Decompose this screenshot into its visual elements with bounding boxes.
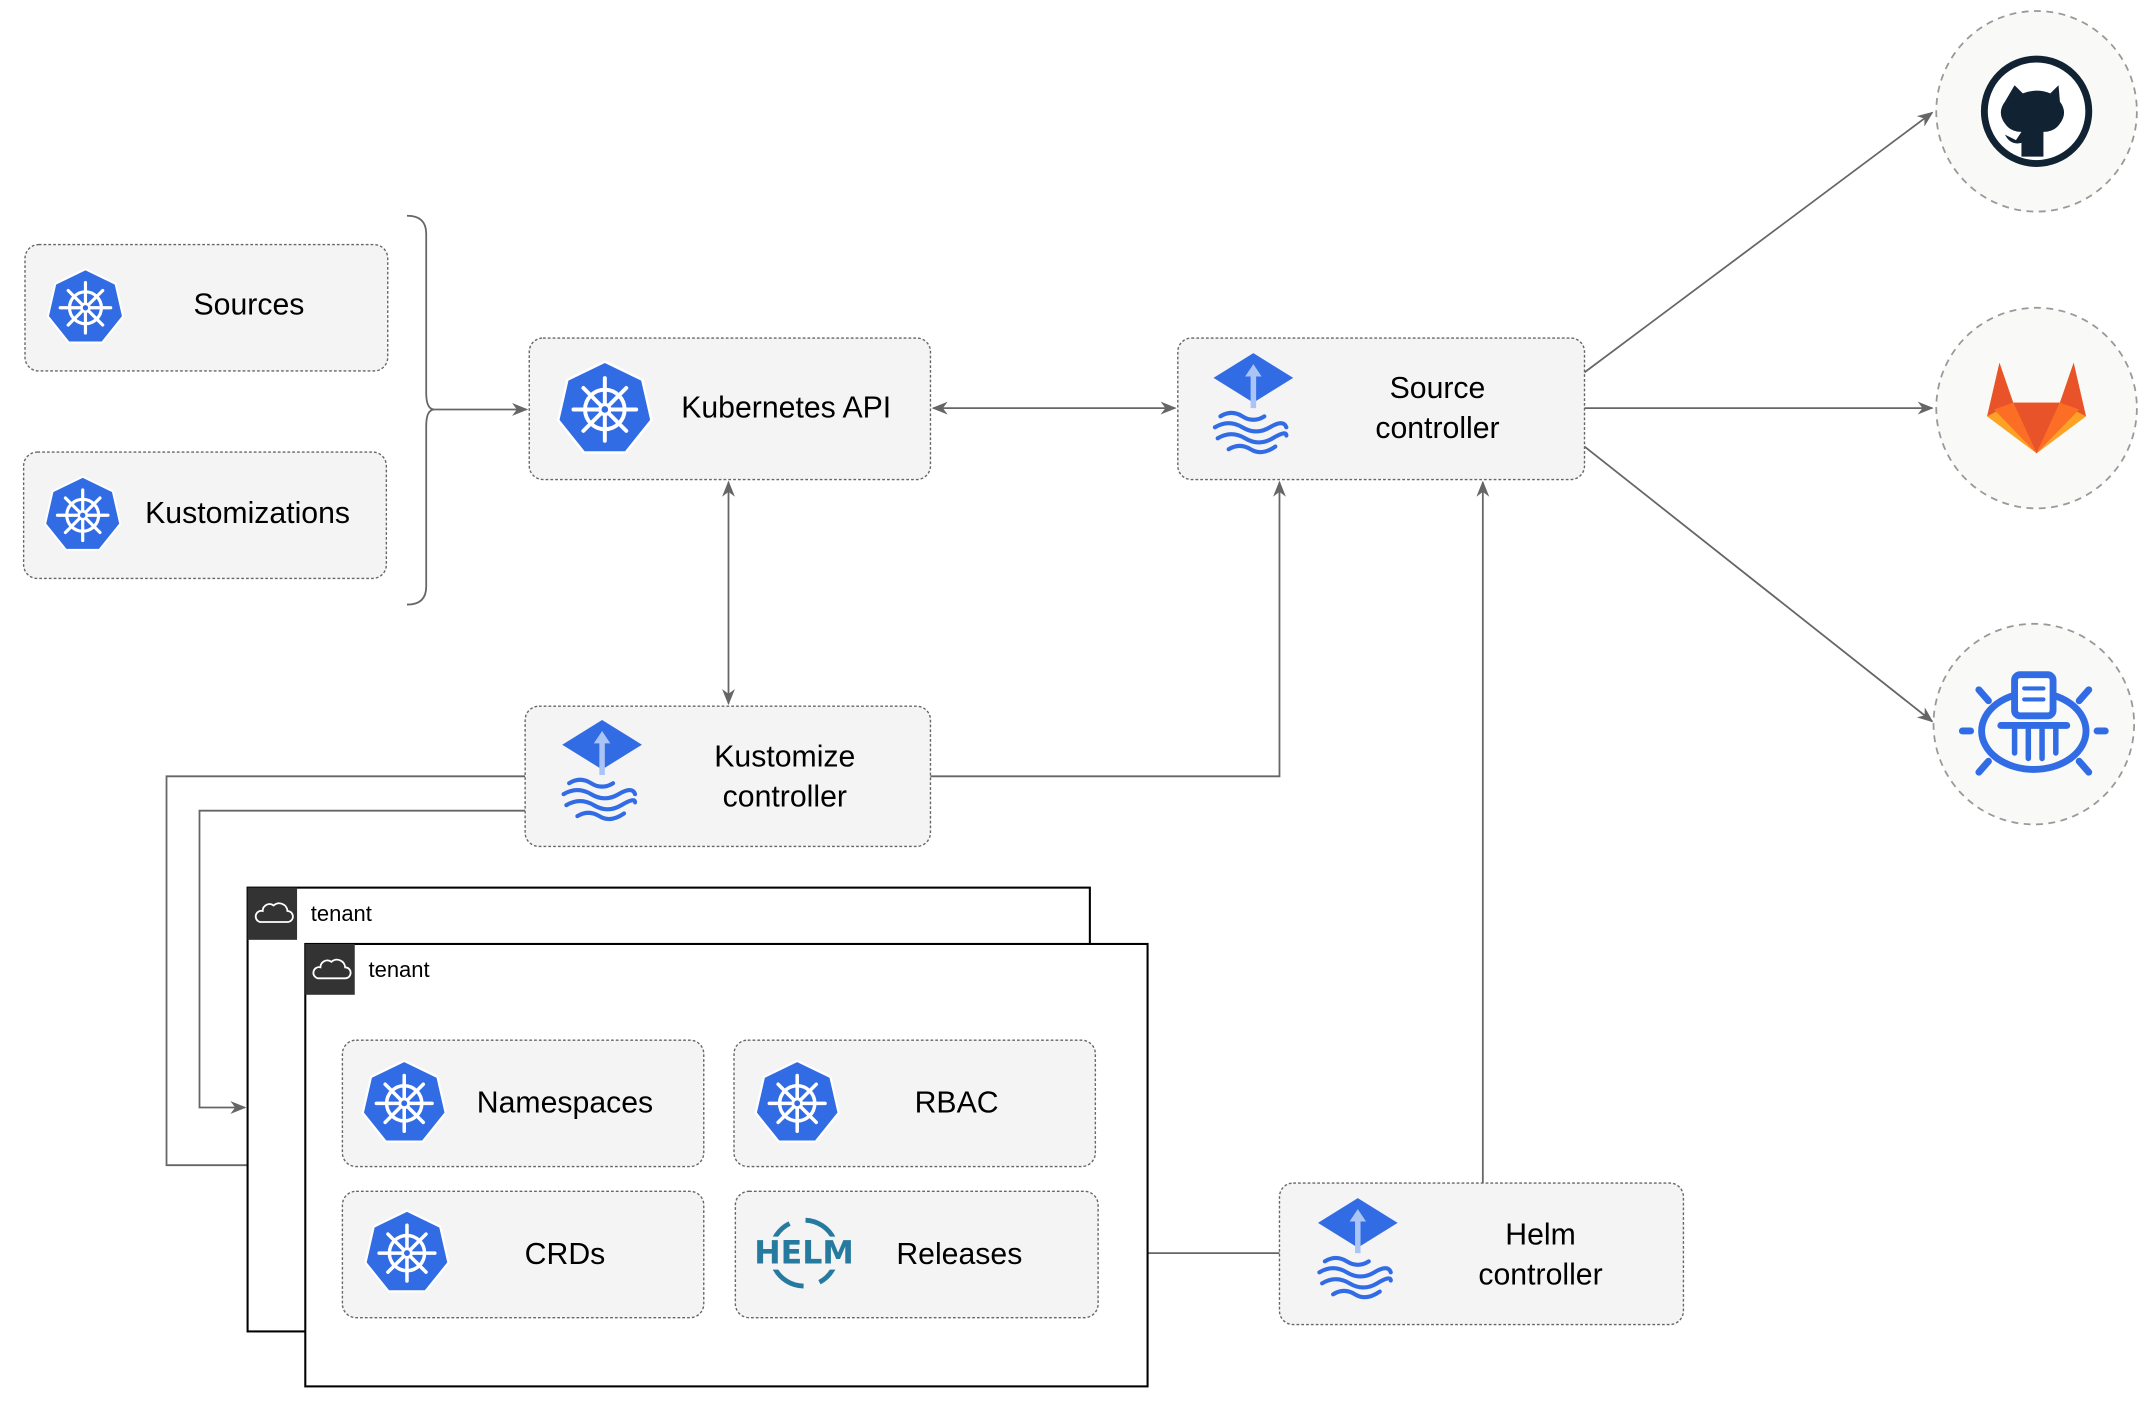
edge-kustomize-to-tenant-back (198, 809, 526, 1114)
node-source-controller[interactable]: Source controller (1177, 337, 1586, 481)
node-label: Kubernetes API (681, 391, 891, 424)
node-rbac[interactable]: RBAC (733, 1039, 1097, 1168)
node-label: CRDs (525, 1238, 606, 1271)
external-gitlab[interactable] (1935, 306, 2138, 510)
github-icon (1980, 55, 2093, 167)
node-label: RBAC (915, 1087, 999, 1120)
helm-icon: HELM (754, 1217, 854, 1289)
edges (165, 111, 1934, 1260)
node-releases[interactable]: HELM Releases (734, 1190, 1099, 1319)
node-label-line1: Helm (1505, 1219, 1576, 1252)
node-label-line2: controller (723, 780, 847, 813)
node-kustomizations[interactable]: Kustomizations (22, 451, 388, 580)
cloud-icon (312, 958, 352, 980)
node-kubernetes-api[interactable]: Kubernetes API (528, 337, 932, 481)
node-label: Sources (194, 288, 305, 321)
node-crds[interactable]: CRDs (341, 1190, 705, 1319)
cloud-icon (254, 902, 294, 923)
node-label-line1: Kustomize (714, 740, 855, 773)
bucket-icon (1958, 671, 2109, 776)
bracket (406, 214, 435, 606)
node-label: Kustomizations (145, 497, 350, 530)
node-label-line2: controller (1375, 412, 1499, 445)
edge-kustomize-to-tenant-front (165, 775, 526, 1172)
edge-source-to-bucket (1583, 445, 1934, 723)
tenant-label: tenant (311, 901, 372, 926)
node-kustomize-controller[interactable]: Kustomize controller (524, 705, 932, 848)
node-label: Namespaces (477, 1087, 653, 1120)
node-label-line2: controller (1478, 1258, 1602, 1291)
node-helm-controller[interactable]: Helm controller (1278, 1182, 1685, 1326)
external-bucket[interactable] (1932, 622, 2136, 826)
edge-source-to-github (1583, 111, 1934, 374)
edge-kustomize-to-source (930, 480, 1286, 778)
node-label: Releases (896, 1238, 1022, 1271)
tenant-label: tenant (369, 957, 430, 982)
gitlab-icon (1987, 362, 2087, 454)
node-label-line1: Source (1390, 372, 1486, 405)
node-sources[interactable]: Sources (24, 243, 389, 372)
external-github[interactable] (1935, 10, 2138, 213)
svg-text:HELM: HELM (754, 1235, 854, 1271)
node-namespaces[interactable]: Namespaces (341, 1039, 705, 1168)
